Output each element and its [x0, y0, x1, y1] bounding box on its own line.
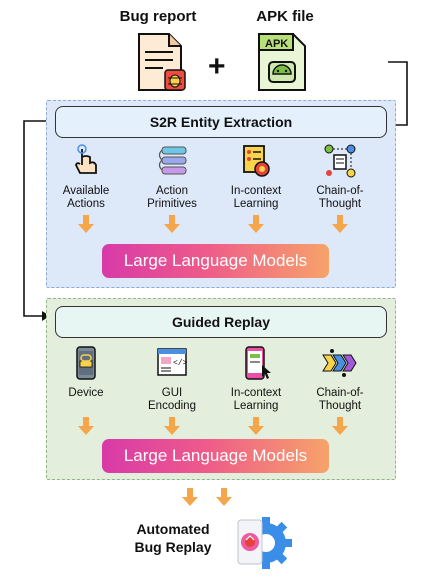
- bug-report-title: Bug report: [119, 8, 197, 25]
- in-context-learning-label: In-context Learning: [230, 185, 282, 210]
- in-context-learning-item-2: In-context Learning: [217, 345, 295, 413]
- chevrons-icon: [322, 349, 357, 377]
- phone-learning-icon: [245, 346, 271, 380]
- s2r-extraction-panel: S2R Entity Extraction Available Actions …: [46, 100, 396, 288]
- apk-file-title: APK file: [256, 8, 314, 25]
- svg-text:</>: </>: [173, 359, 188, 368]
- gui-encoding-icon: </>: [157, 348, 188, 376]
- down-arrow-icon: [248, 215, 264, 233]
- plus-sign: +: [208, 50, 226, 83]
- chain-of-thought-item: Chain-of- Thought: [301, 143, 379, 211]
- automated-bug-replay-label: Automated Bug Replay: [134, 521, 212, 555]
- down-arrow-icon: [248, 417, 264, 435]
- guided-replay-panel: Guided Replay Device </> GUI Encoding: [46, 298, 396, 480]
- chain-of-thought-label-2: Chain-of- Thought: [316, 387, 364, 412]
- learning-icon: [243, 145, 270, 177]
- available-actions-item: Available Actions: [47, 143, 125, 211]
- down-arrow-icon: [216, 488, 232, 506]
- down-arrow-icon: [78, 417, 94, 435]
- touch-icon: [75, 144, 97, 174]
- apk-file-icon: APK: [258, 33, 306, 91]
- gui-encoding-label: GUI Encoding: [148, 387, 196, 412]
- down-arrow-icon: [332, 417, 348, 435]
- down-arrow-icon: [78, 215, 94, 233]
- available-actions-label: Available Actions: [62, 185, 110, 210]
- down-arrow-icon: [182, 488, 198, 506]
- s2r-entity-extraction-title: S2R Entity Extraction: [55, 106, 387, 138]
- bug-replay-gear-icon: [237, 517, 292, 569]
- chain-of-thought-item-2: Chain-of- Thought: [301, 345, 379, 413]
- guided-replay-title: Guided Replay: [55, 306, 387, 338]
- in-context-learning-label-2: In-context Learning: [230, 387, 282, 412]
- action-primitives-item: Action Primitives: [133, 143, 211, 211]
- down-arrow-icon: [332, 215, 348, 233]
- llm-bar-stage2: Large Language Models: [102, 439, 329, 473]
- action-primitives-label: Action Primitives: [147, 185, 197, 210]
- apk-icon-text: APK: [265, 38, 288, 50]
- chain-icon: [324, 144, 356, 178]
- down-arrow-icon: [164, 417, 180, 435]
- device-label: Device: [68, 387, 104, 399]
- down-arrow-icon: [164, 215, 180, 233]
- device-item: Device: [47, 345, 125, 400]
- chain-of-thought-label: Chain-of- Thought: [316, 185, 364, 210]
- llm-bar-stage1: Large Language Models: [102, 244, 329, 278]
- primitives-icon: [158, 146, 187, 175]
- in-context-learning-item: In-context Learning: [217, 143, 295, 211]
- gui-encoding-item: </> GUI Encoding: [133, 345, 211, 413]
- device-icon: [76, 346, 96, 380]
- bug-report-icon: [138, 33, 186, 91]
